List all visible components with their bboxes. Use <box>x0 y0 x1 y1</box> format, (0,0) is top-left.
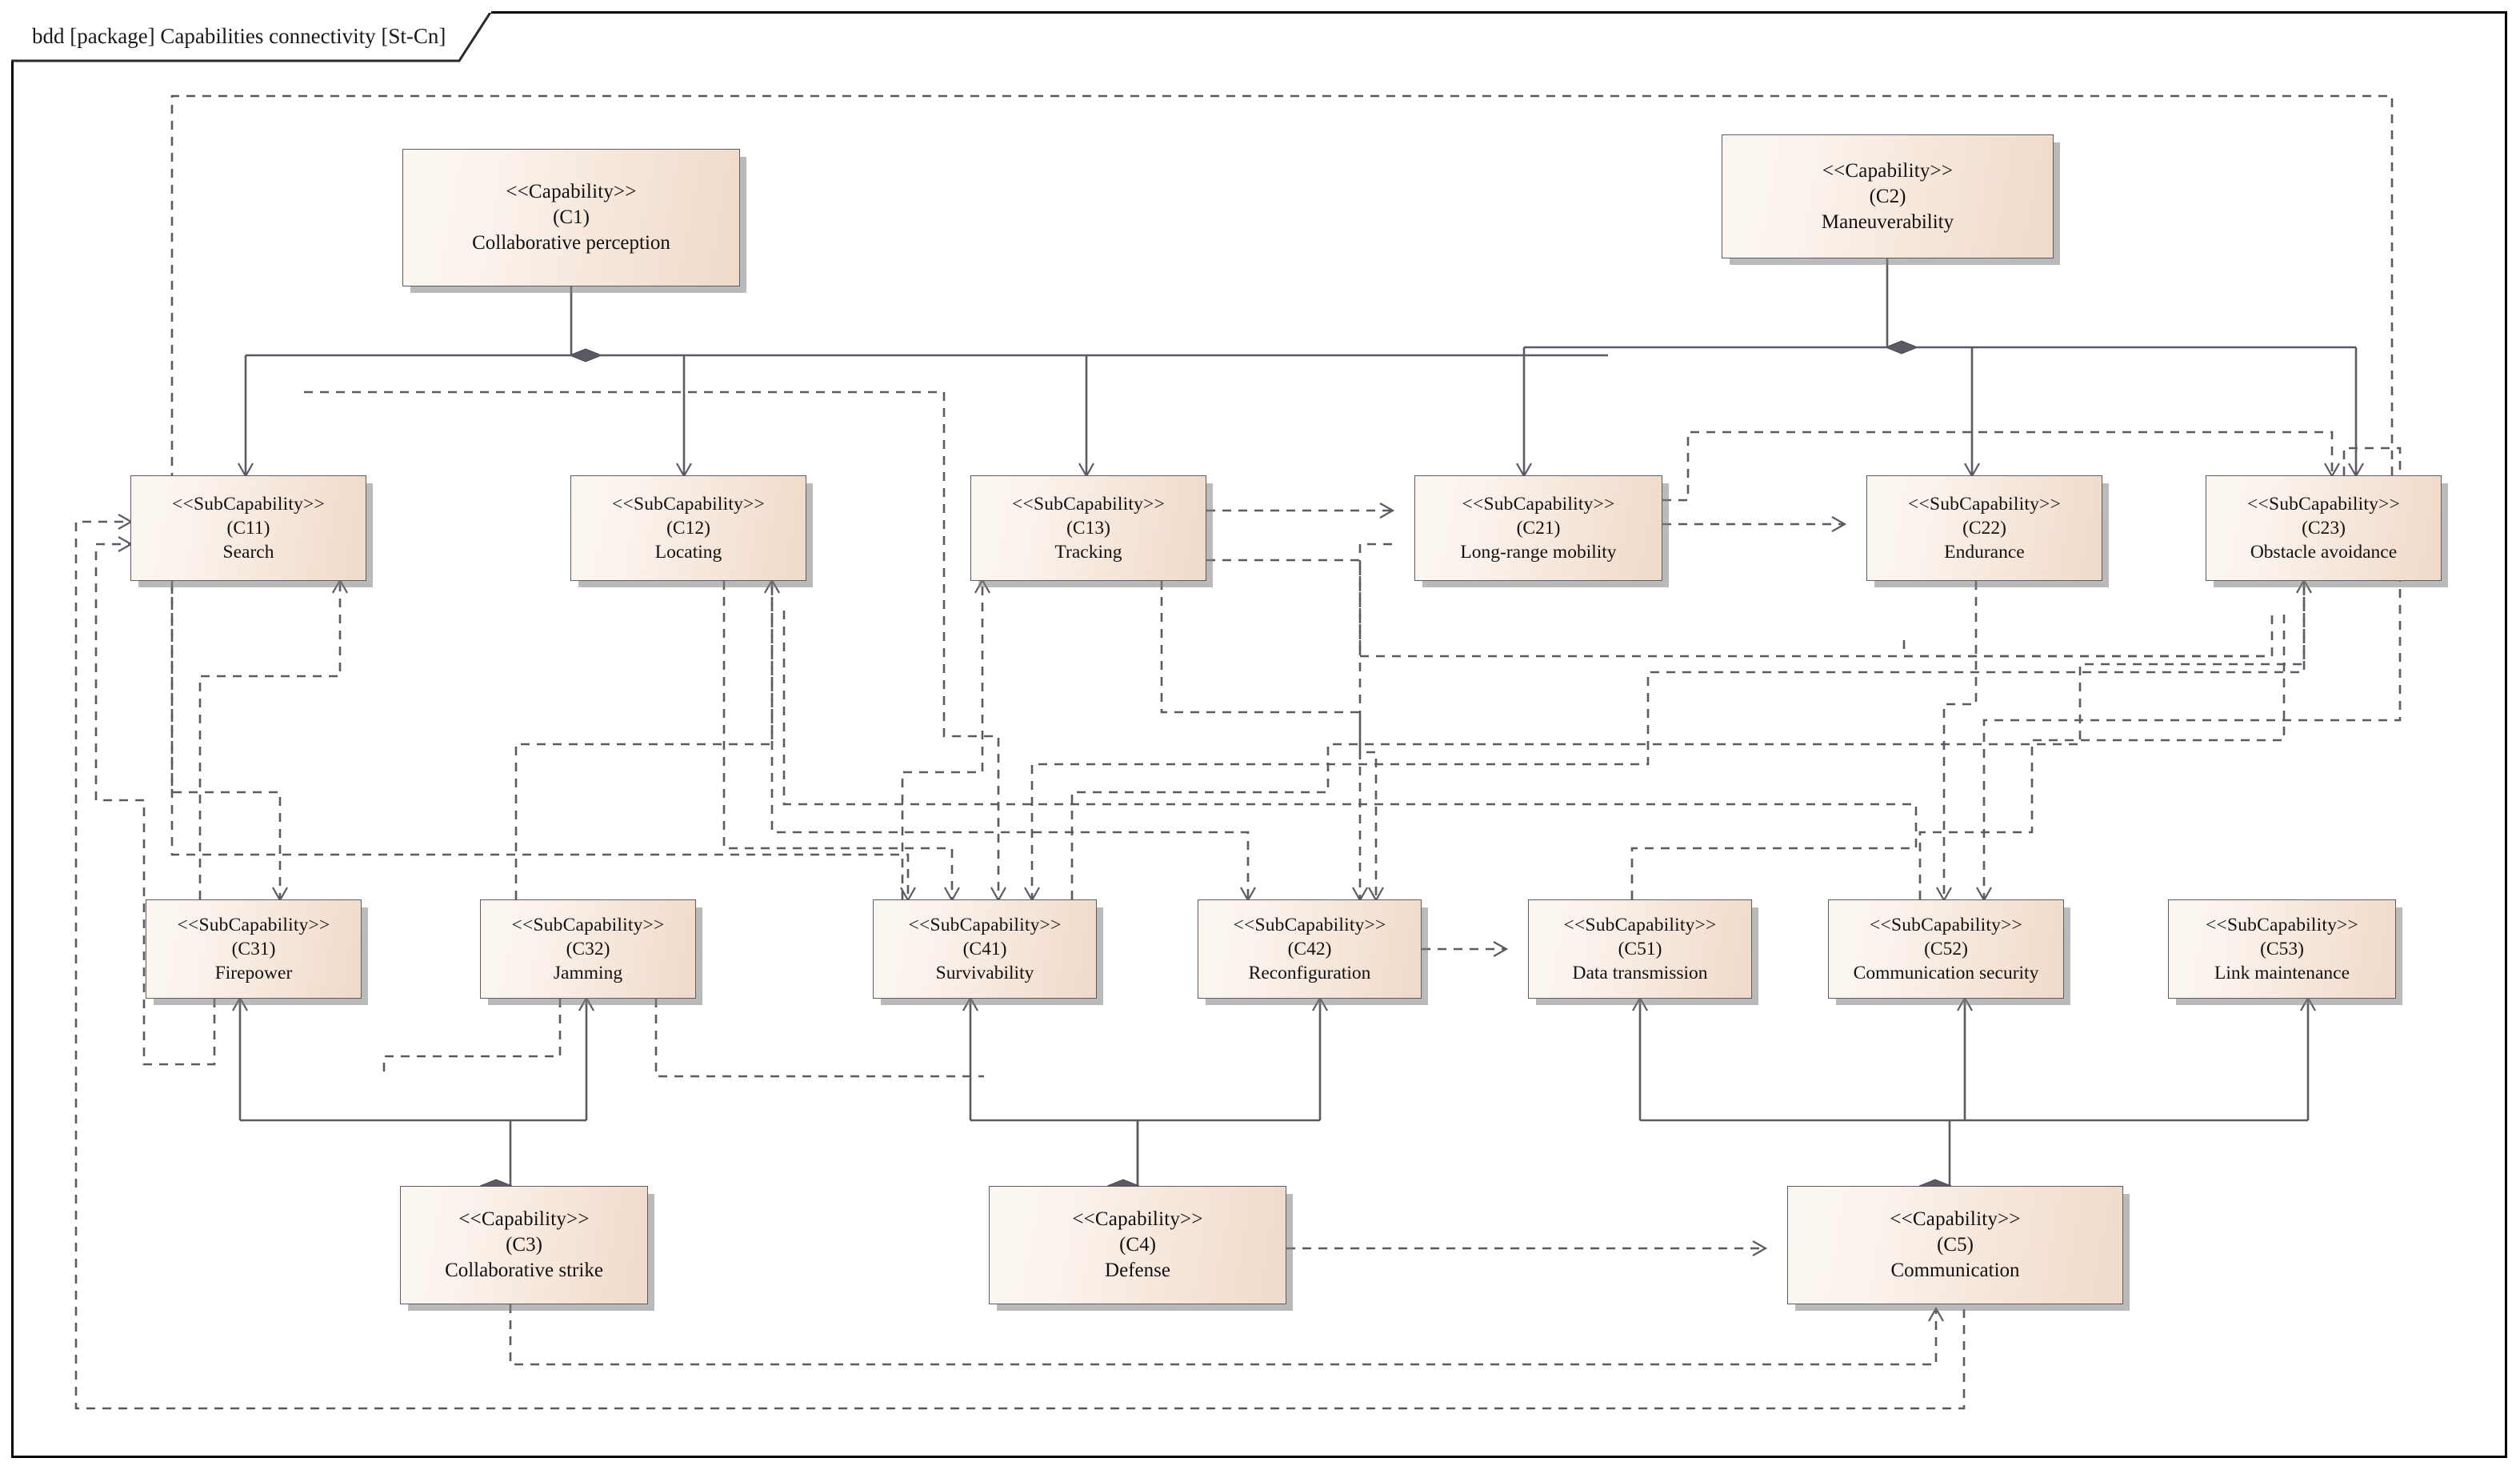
block-code: (C51) <box>1618 938 1662 959</box>
block-c21[interactable]: <<SubCapability>>(C21) Long-range mobilit… <box>1414 475 1662 581</box>
block-code: (C11) <box>226 517 270 539</box>
block-code: (C4) <box>1119 1234 1156 1256</box>
block-c22[interactable]: <<SubCapability>>(C22) Endurance <box>1866 475 2102 581</box>
block-stereotype: <<SubCapability>> <box>2206 914 2358 935</box>
frame-title-tab: bdd [package] Capabilities connectivity … <box>11 11 523 62</box>
block-name: Data transmission <box>1572 963 1708 984</box>
block-stereotype: <<Capability>> <box>1072 1208 1203 1230</box>
block-c52[interactable]: <<SubCapability>> (C52) Communication secu… <box>1828 899 2064 999</box>
block-code: (C52) <box>1924 938 1968 959</box>
block-stereotype: <<SubCapability>> <box>1563 914 1717 935</box>
block-name: Obstacle avoidance <box>2250 542 2398 563</box>
block-name: Defense <box>1105 1260 1170 1281</box>
dependency-links <box>74 94 2402 1410</box>
block-name: Jamming <box>553 963 623 984</box>
block-c3[interactable]: <<Capability>> (C3) Collaborative strike <box>400 1186 648 1304</box>
block-stereotype: <<SubCapability>> <box>612 493 765 515</box>
block-name: Collaborative strike <box>445 1260 603 1281</box>
block-name: Communication security <box>1853 963 2039 984</box>
block-c2[interactable]: <<Capability>> (C2) Maneuverability <box>1722 134 2054 258</box>
block-stereotype: <<SubCapability>> <box>908 914 1062 935</box>
block-name: Endurance <box>1944 542 2025 563</box>
block-stereotype: <<Capability>> <box>506 181 637 202</box>
block-name: Collaborative perception <box>472 232 670 254</box>
block-stereotype: <<SubCapability>> <box>172 493 325 515</box>
block-code: (C41) <box>962 938 1007 959</box>
block-code: (C12) <box>666 517 710 539</box>
block-stereotype: <<SubCapability>> <box>1908 493 2061 515</box>
block-name: Tracking <box>1054 542 1122 563</box>
block-name: Link maintenance <box>2214 963 2350 984</box>
block-code: (C22) <box>1962 517 2006 539</box>
block-c31[interactable]: <<SubCapability>> (C31) Firepower <box>146 899 362 999</box>
block-stereotype: <<SubCapability>> <box>177 914 330 935</box>
block-c1[interactable]: <<Capability>> (C1) Collaborative percepti… <box>402 149 740 286</box>
block-code: (C13) <box>1066 517 1110 539</box>
frame-title-shape <box>11 11 493 62</box>
block-c13[interactable]: <<SubCapability>>(C13) Tracking <box>970 475 1206 581</box>
block-code: (C23) <box>2302 517 2346 539</box>
block-code: (C31) <box>231 938 276 959</box>
block-name: Survivability <box>935 963 1034 984</box>
block-c32[interactable]: <<SubCapability>> (C32) Jamming <box>480 899 696 999</box>
block-code: (C1) <box>553 206 590 228</box>
block-stereotype: <<SubCapability>> <box>2247 493 2400 515</box>
block-code: (C21) <box>1516 517 1561 539</box>
block-c42[interactable]: <<SubCapability>> (C42) Reconfiguration <box>1198 899 1422 999</box>
block-stereotype: <<SubCapability>> <box>1462 493 1615 515</box>
block-c23[interactable]: <<SubCapability>>(C23) Obstacle avoidance <box>2206 475 2442 581</box>
block-code: (C42) <box>1287 938 1332 959</box>
frame-title-label: bdd [package] Capabilities connectivity … <box>32 24 446 48</box>
block-name: Search <box>222 542 274 563</box>
block-code: (C53) <box>2260 938 2304 959</box>
block-name: Locating <box>654 542 722 563</box>
block-name: Long-range mobility <box>1460 542 1617 563</box>
block-name: Communication <box>1890 1260 2020 1281</box>
block-stereotype: <<SubCapability>> <box>1233 914 1386 935</box>
block-code: (C3) <box>506 1234 542 1256</box>
block-code: (C5) <box>1937 1234 1974 1256</box>
block-code: (C32) <box>566 938 610 959</box>
block-stereotype: <<SubCapability>> <box>511 914 665 935</box>
block-c5[interactable]: <<Capability>> (C5) Communication <box>1787 1186 2123 1304</box>
block-c41[interactable]: <<SubCapability>> (C41) Survivability <box>873 899 1097 999</box>
block-stereotype: <<Capability>> <box>458 1208 590 1230</box>
block-stereotype: <<Capability>> <box>1890 1208 2021 1230</box>
block-c53[interactable]: <<SubCapability>> (C53) Link maintenance <box>2168 899 2396 999</box>
block-c11[interactable]: <<SubCapability>>(C11) Search <box>130 475 366 581</box>
block-stereotype: <<SubCapability>> <box>1012 493 1165 515</box>
block-stereotype: <<SubCapability>> <box>1870 914 2022 935</box>
block-name: Firepower <box>214 963 293 984</box>
block-c4[interactable]: <<Capability>> (C4) Defense <box>989 1186 1286 1304</box>
block-code: (C2) <box>1869 185 1906 207</box>
block-c12[interactable]: <<SubCapability>>(C12) Locating <box>570 475 806 581</box>
block-name: Maneuverability <box>1821 210 1954 233</box>
composition-links <box>240 258 2356 1186</box>
block-name: Reconfiguration <box>1248 963 1371 984</box>
block-stereotype: <<Capability>> <box>1822 159 1954 182</box>
block-c51[interactable]: <<SubCapability>> (C51) Data transmission <box>1528 899 1752 999</box>
